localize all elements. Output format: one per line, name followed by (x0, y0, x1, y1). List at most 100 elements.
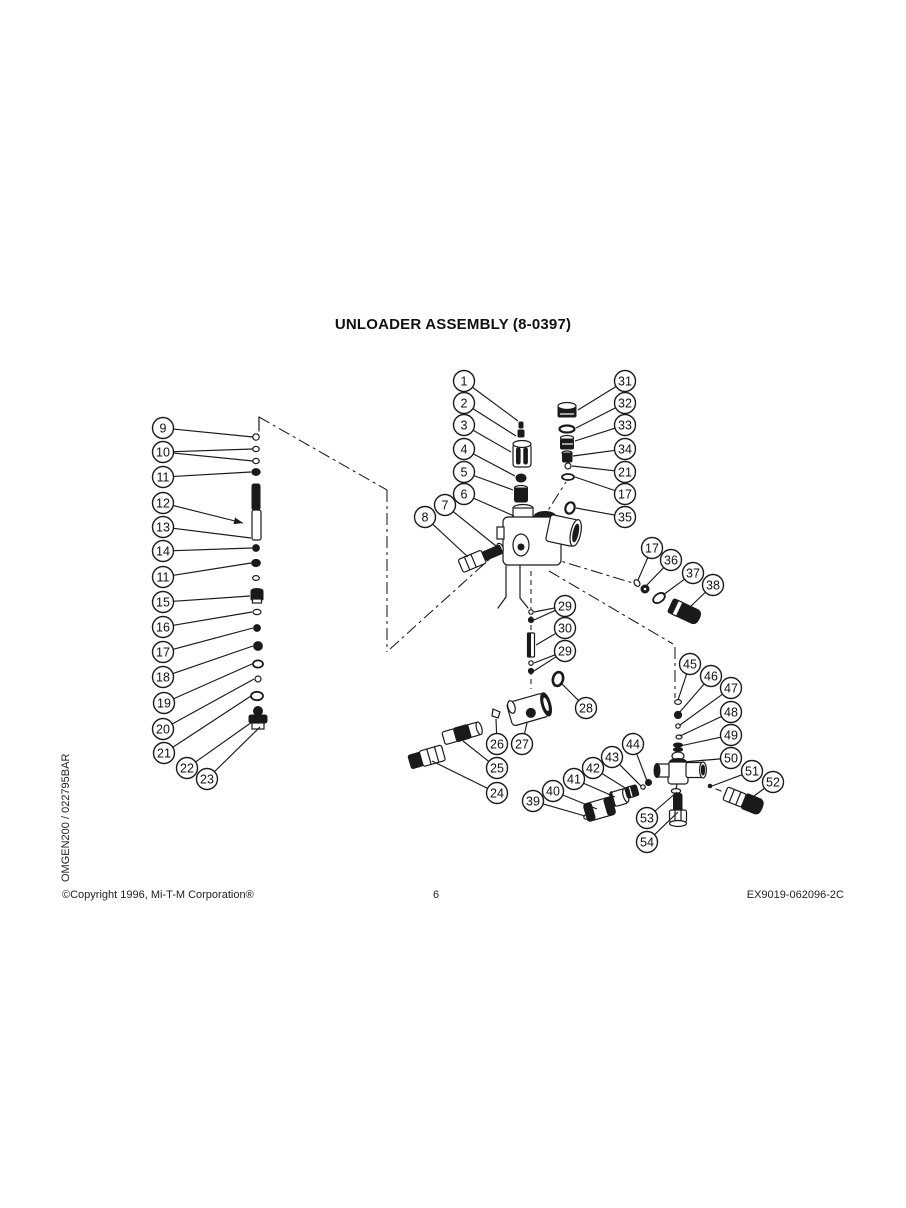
part-unloader-body (496, 503, 582, 566)
callout-34: 34 (572, 437, 637, 461)
callout-number: 22 (180, 761, 194, 775)
callout-balloon (413, 505, 437, 529)
callout-balloon (151, 590, 175, 614)
callout-42: 42 (581, 756, 631, 792)
callout-balloon (640, 536, 664, 560)
piston-assembly-parts (407, 692, 553, 769)
callout-balloon (510, 732, 534, 756)
callout-number: 51 (745, 764, 759, 778)
part-side-fitting (722, 786, 764, 815)
callout-11: 11 (151, 465, 252, 489)
callout-4: 4 (452, 437, 516, 477)
callout-number: 21 (618, 465, 632, 479)
callout-37: 37 (662, 561, 705, 596)
callout-number: 34 (618, 442, 632, 456)
callout-14: 14 (151, 539, 253, 563)
callout-5: 5 (452, 460, 514, 491)
callout-29: 29 (533, 594, 577, 621)
callout-balloon (452, 413, 476, 437)
callout-balloon (151, 665, 175, 689)
callout-balloon (719, 676, 743, 700)
callout-balloon (452, 460, 476, 484)
callout-41: 41 (562, 767, 616, 798)
callout-balloon (701, 573, 725, 597)
part-piston-body (506, 692, 553, 727)
callout-number: 17 (645, 541, 659, 555)
callout-number: 24 (490, 786, 504, 800)
callout-21: 21 (152, 695, 252, 765)
callout-balloon (151, 717, 175, 741)
callout-28: 28 (561, 683, 598, 720)
callout-number: 47 (724, 681, 738, 695)
callout-number: 38 (706, 578, 720, 592)
callout-number: 2 (461, 396, 468, 410)
callout-number: 36 (664, 553, 678, 567)
callout-number: 17 (618, 487, 632, 501)
callout-number: 53 (640, 811, 654, 825)
callout-number: 13 (156, 520, 170, 534)
callout-54: 54 (635, 811, 679, 854)
callout-balloon (151, 515, 175, 539)
centerlines (258, 416, 678, 790)
callout-number: 10 (156, 445, 170, 459)
footer-page-number: 6 (432, 889, 440, 901)
callout-number: 44 (626, 737, 640, 751)
callout-balloon (635, 830, 659, 854)
callout-51: 51 (711, 759, 764, 787)
callout-9: 9 (151, 416, 254, 440)
callout-22: 22 (175, 721, 253, 780)
callout-33: 33 (574, 413, 637, 442)
callout-number: 23 (200, 772, 214, 786)
callout-31: 31 (577, 369, 637, 411)
callout-number: 1 (461, 374, 468, 388)
callout-number: 48 (724, 705, 738, 719)
part-cross-fitting (653, 761, 707, 785)
callout-16: 16 (151, 611, 253, 639)
callout-8: 8 (413, 505, 469, 558)
pilot-rod-parts (526, 609, 565, 688)
callout-3: 3 (452, 413, 512, 453)
left-parts-column (248, 433, 268, 730)
callout-17: 17 (574, 476, 637, 506)
callout-balloon (541, 779, 565, 803)
callout-number: 50 (724, 751, 738, 765)
callout-balloon (613, 391, 637, 415)
callout-balloon (433, 493, 457, 517)
callout-balloon (452, 391, 476, 415)
part-muffler (583, 796, 616, 822)
part-hose-barb (667, 598, 702, 625)
callout-number: 45 (683, 657, 697, 671)
callout-number: 32 (618, 396, 632, 410)
callout-number: 35 (618, 510, 632, 524)
callout-35: 35 (575, 505, 637, 529)
callout-40: 40 (541, 779, 598, 810)
part-piston-rod (251, 483, 262, 541)
callout-number: 19 (157, 696, 171, 710)
callout-balloon (452, 482, 476, 506)
callout-number: 6 (461, 487, 468, 501)
callout-number: 11 (157, 570, 170, 584)
part-seat-cap (250, 588, 264, 604)
callout-balloon (740, 759, 764, 783)
callout-46: 46 (678, 664, 723, 714)
callout-balloon (175, 756, 199, 780)
callout-balloon (151, 491, 175, 515)
callout-15: 15 (151, 590, 251, 614)
callout-balloon (152, 741, 176, 765)
callout-23: 23 (195, 726, 261, 791)
callout-21: 21 (571, 460, 637, 484)
callout-49: 49 (679, 723, 743, 747)
callout-number: 3 (461, 418, 468, 432)
callout-number: 4 (461, 442, 468, 456)
callout-balloon (600, 745, 624, 769)
callout-balloon (761, 770, 785, 794)
callout-balloon (621, 732, 645, 756)
callout-balloon (719, 700, 743, 724)
callout-number: 12 (156, 496, 170, 510)
callout-36: 36 (645, 548, 683, 587)
callout-24: 24 (431, 760, 509, 805)
callout-number: 7 (442, 498, 449, 512)
callout-number: 52 (766, 775, 780, 789)
callout-18: 18 (151, 645, 254, 689)
callout-balloon (151, 640, 175, 664)
